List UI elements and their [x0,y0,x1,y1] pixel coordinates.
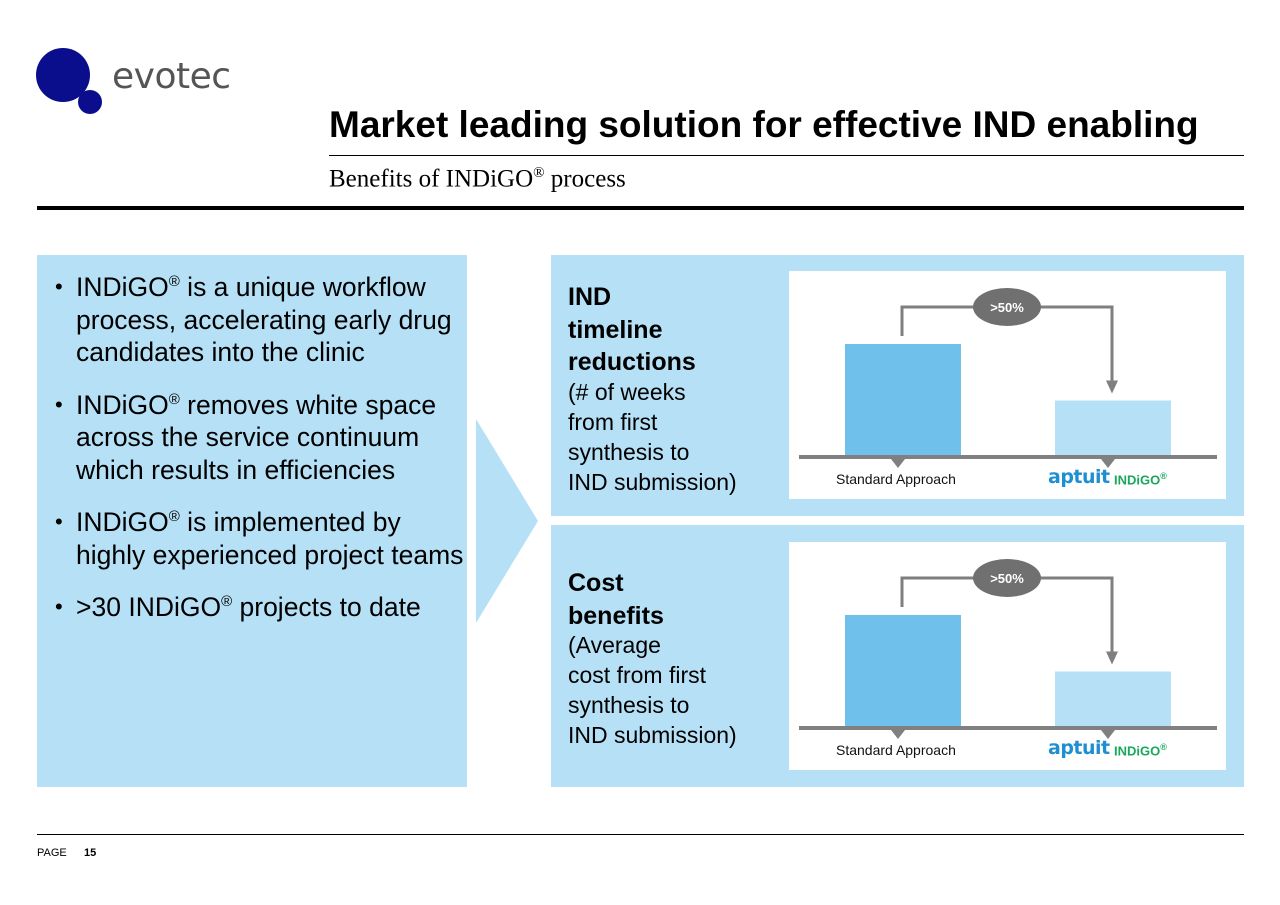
timeline-description-line: synthesis to [568,439,690,465]
subtitle-suffix: process [544,165,626,193]
bar-standard-approach [845,344,961,457]
page-label: PAGE [37,847,67,859]
page-subtitle: Benefits of INDiGO® process [329,165,626,193]
bar-indigo [1055,671,1171,728]
cost-heading: Cost benefits [568,567,664,632]
indigo-label-text: INDiGO [1114,743,1161,759]
chart-baseline [799,455,1217,459]
evotec-logo-dot-small [78,90,102,114]
bullet-item: INDiGO® is implemented by highly experie… [55,506,465,571]
bullet-item: INDiGO® removes white space across the s… [55,389,465,487]
cost-panel: Cost benefits (Average cost from first s… [551,525,1244,787]
category-label-standard-approach: Standard Approach [836,742,956,758]
bullet-registered-mark: ® [168,273,180,291]
timeline-heading-line: timeline [568,315,663,344]
footer-divider [37,834,1244,835]
chart-baseline [799,726,1217,730]
arrow-down-icon [1106,380,1118,394]
category-label-standard-approach: Standard Approach [836,471,956,487]
chevron-arrow-icon [476,419,538,623]
title-divider [329,155,1244,156]
bullet-text: projects to date [232,592,421,622]
bullet-text: is a unique workflow process, accelerati… [76,272,452,367]
indigo-label-text: INDiGO [1114,472,1161,488]
timeline-description-line: from first [568,409,658,435]
bullet-text: is implemented by highly experienced pro… [76,507,464,570]
timeline-heading-line: IND [568,283,612,311]
bullet-brand: INDiGO [76,272,169,302]
indigo-registered-mark: ® [1160,742,1167,752]
cost-description: (Average cost from first synthesis to IN… [568,630,737,750]
cost-description-line: (Average [568,632,661,658]
cost-description-line: synthesis to [568,692,690,718]
category-tick-icon [891,730,905,739]
annotation-label: >50% [990,571,1024,586]
bar-chart-svg: >50% [799,559,1217,739]
bullet-prefix: >30 [76,592,129,622]
timeline-description-line: IND submission) [568,469,737,495]
bullet-item: INDiGO® is a unique workflow process, ac… [55,271,465,369]
bullet-registered-mark: ® [221,593,233,611]
bullet-brand: INDiGO [76,389,169,420]
aptuit-logo: aptuit [1048,737,1110,759]
bar-standard-approach [845,615,961,728]
page-title: Market leading solution for effective IN… [329,104,1199,145]
bullet-registered-mark: ® [168,508,180,526]
category-tick-icon [1101,730,1115,739]
benefits-list: INDiGO® is a unique workflow process, ac… [55,271,465,644]
timeline-panel: IND timeline reductions (# of weeks from… [551,255,1244,516]
benefits-panel: INDiGO® is a unique workflow process, ac… [37,255,467,787]
bar-indigo [1055,400,1171,457]
category-label-indigo: INDiGO® [1114,471,1167,487]
bullet-text: removes white space across the service c… [76,389,437,485]
category-tick-icon [1101,459,1115,468]
evotec-logo-text: evotec [112,56,231,97]
category-tick-icon [891,459,905,468]
cost-heading-line: benefits [568,601,664,630]
arrow-down-icon [1106,651,1118,665]
cost-description-line: cost from first [568,662,707,688]
cost-heading-line: Cost [568,569,624,597]
indigo-registered-mark: ® [1160,471,1167,481]
annotation-badge [973,288,1041,326]
bullet-item: >30 INDiGO® projects to date [55,591,465,624]
category-label-indigo: INDiGO® [1114,742,1167,758]
subtitle-text: Benefits of INDiGO [329,165,534,193]
annotation-badge [973,559,1041,597]
timeline-description-line: (# of weeks [568,379,686,405]
timeline-description: (# of weeks from first synthesis to IND … [568,377,737,497]
header-divider [37,206,1244,210]
cost-description-line: IND submission) [568,722,737,748]
timeline-heading-line: reductions [568,348,696,376]
page-number: 15 [84,847,97,859]
aptuit-logo: aptuit [1048,466,1110,488]
annotation-label: >50% [990,300,1024,315]
subtitle-registered-mark: ® [533,165,545,181]
bar-chart-svg: >50% [799,288,1217,468]
timeline-heading: IND timeline reductions [568,281,696,379]
bullet-brand: INDiGO [128,592,222,622]
bullet-brand: INDiGO [76,507,169,537]
bullet-registered-mark: ® [168,390,180,408]
